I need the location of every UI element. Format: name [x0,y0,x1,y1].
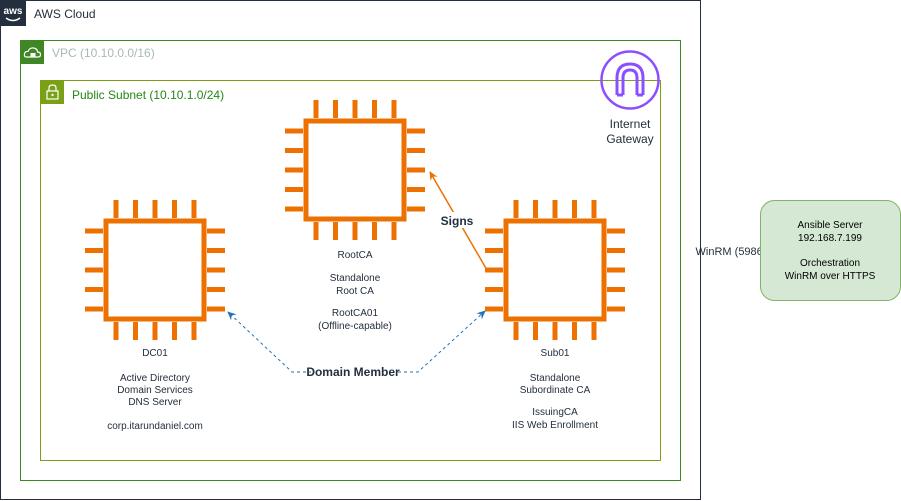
dc01-instance-icon [85,200,225,340]
subnet-lock-icon [41,81,64,104]
domain-member-label: Domain Member [306,365,400,379]
domain-member-label-bg [311,364,395,380]
domain-member-arrow-to-sub01 [392,310,486,373]
rootca-line3: RootCA01 [332,308,379,319]
signs-edge: Signs [429,171,488,271]
winrm-label: WinRM (5986) [696,246,767,258]
rootca-name: RootCA [337,250,372,261]
subnet-group: Public Subnet (10.10.1.0/24) [40,80,661,461]
sub01-line4: IIS Web Enrollment [512,420,598,431]
sub01-node: Sub01 Standalone Subordinate CA IssuingC… [512,348,598,431]
chip-body [303,118,407,222]
aws-cloud-group: aws AWS Cloud [0,0,701,500]
rootca-line2: Root CA [336,286,374,297]
internet-gateway: Internet Gateway [600,50,660,146]
igw-label-line1: Internet [610,117,651,131]
subnet-border [40,80,661,461]
vpc-border [20,40,681,481]
ansible-line4: WinRM over HTTPS [785,271,876,282]
rootca-line4: (Offline-capable) [318,321,392,332]
aws-logo-icon: aws [0,0,26,26]
chip-body [503,218,607,322]
sub01-line3: IssuingCA [532,407,578,418]
sub01-name: Sub01 [541,348,570,359]
ansible-line1: Ansible Server [797,220,863,231]
ansible-server-node: Ansible Server 192.168.7.199 Orchestrati… [760,200,901,301]
rootca-node: RootCA Standalone Root CA RootCA01 (Offl… [318,250,392,332]
rootca-line1: Standalone [330,273,381,284]
dc01-line1: Active Directory [120,373,190,384]
svg-text:aws: aws [4,6,23,17]
vpc-group: VPC (10.10.0.0/16) [20,40,681,481]
signs-label-bg [440,212,474,228]
vpc-label: VPC (10.10.0.0/16) [52,46,155,60]
sub01-instance-icon [485,200,625,340]
subnet-label: Public Subnet (10.10.1.0/24) [72,88,224,102]
ansible-line3: Orchestration [800,258,860,269]
ansible-line2: 192.168.7.199 [798,233,862,244]
domain-member-edges: Domain Member [227,310,486,380]
ansible-server-box [760,200,901,301]
rootca-instance-icon [285,100,425,240]
dc01-node: DC01 Active Directory Domain Services DN… [107,348,203,432]
igw-label-line2: Gateway [606,132,653,146]
sub01-line1: Standalone [530,373,581,384]
vpc-cloud-lock-icon [21,41,44,64]
chip-body [103,218,207,322]
dc01-line2: Domain Services [117,385,193,396]
domain-member-arrow-to-dc01 [227,311,318,373]
signs-label: Signs [441,214,474,228]
sub01-line2: Subordinate CA [520,385,591,396]
dc01-line3: DNS Server [128,397,182,408]
aws-cloud-label: AWS Cloud [34,7,96,21]
dc01-name: DC01 [142,348,168,359]
dc01-line4: corp.itarundaniel.com [107,421,203,432]
internet-gateway-icon [600,50,660,110]
aws-cloud-border [0,0,701,500]
